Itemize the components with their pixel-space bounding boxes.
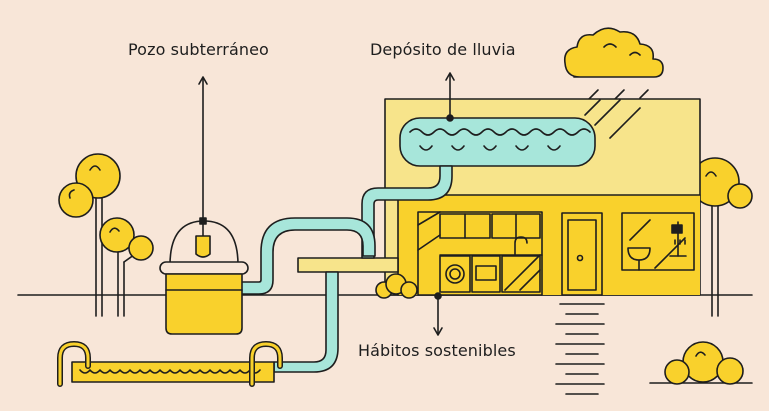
label-rain-tank: Depósito de lluvia	[370, 40, 516, 59]
arrow-habits	[433, 292, 443, 336]
door	[561, 212, 603, 296]
label-well: Pozo subterráneo	[128, 40, 269, 59]
pool	[57, 341, 283, 387]
bathroom-window	[621, 212, 695, 271]
arrow-well	[198, 76, 208, 219]
rain-tank	[399, 114, 596, 167]
pipe-tank-to-wall	[361, 165, 453, 259]
tree-left-short	[99, 217, 154, 317]
label-habits: Hábitos sostenibles	[358, 341, 516, 360]
underground-well	[159, 217, 249, 335]
low-wall	[297, 257, 399, 273]
bush-house	[375, 273, 418, 299]
front-path	[555, 303, 605, 395]
arrow-rain-tank	[445, 72, 455, 116]
pipe-wall-to-pool	[273, 271, 339, 373]
kitchen-window	[417, 211, 543, 296]
pipe-well-to-wall	[240, 217, 376, 295]
tree-left-tall	[58, 153, 121, 317]
tree-right	[690, 157, 753, 317]
bush-right	[649, 341, 753, 385]
